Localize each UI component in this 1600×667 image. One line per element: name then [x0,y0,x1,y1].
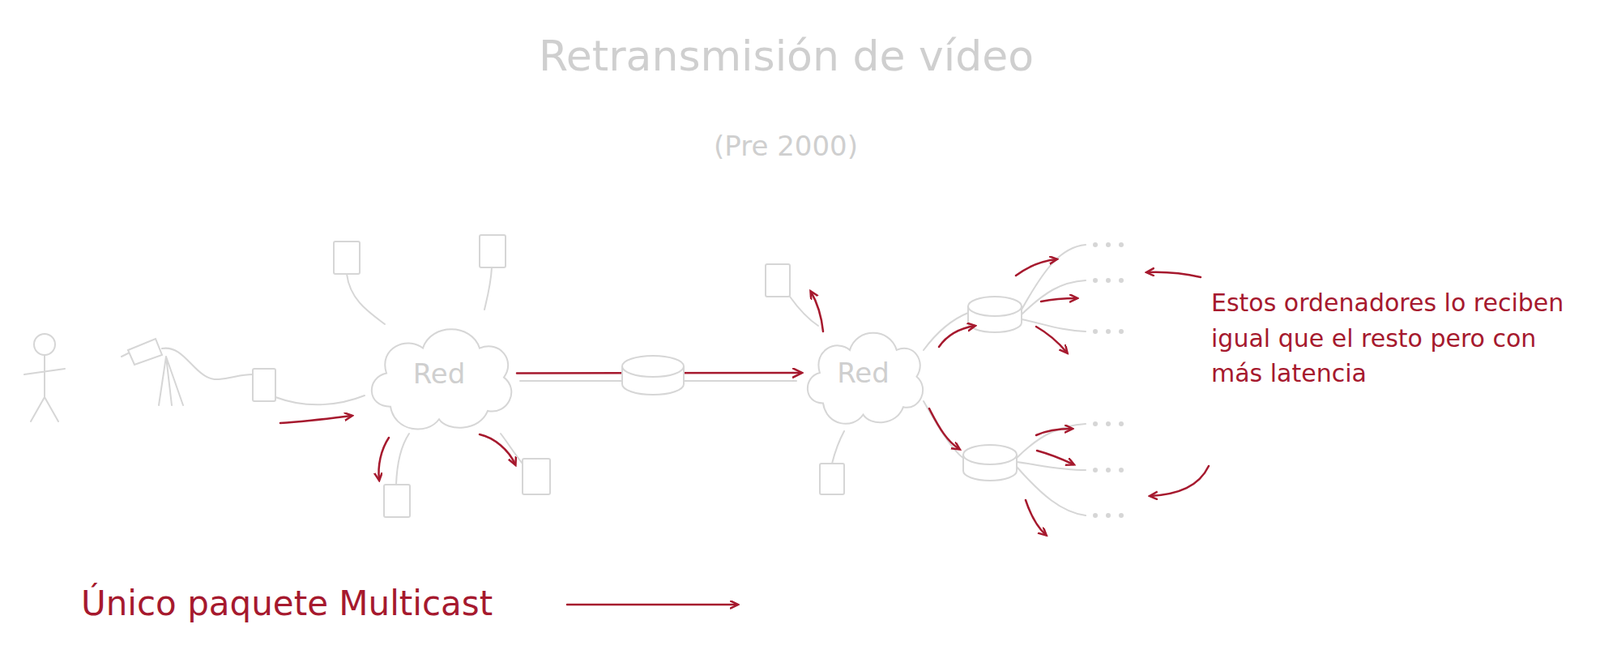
red-arrow [938,325,975,347]
person-head [34,333,56,355]
wire [346,273,385,325]
cloud-label: Red [836,356,890,389]
annotation-note: Estos ordenadores lo reciben igual que e… [1211,285,1584,392]
computer-box [384,484,410,517]
cable [162,348,253,380]
network-cloud: Red [358,306,521,440]
router-symbol [963,444,1017,465]
person-body [24,354,65,422]
red-arrow [379,437,390,480]
red-arrow [280,415,352,423]
red-arrow [810,291,824,332]
computer-box [765,264,790,297]
wire [923,401,965,459]
red-arrow [1025,499,1046,535]
cloud-outline [371,328,512,429]
computer-box [522,458,551,495]
wire [923,312,969,350]
wire [396,433,410,485]
computer-box [333,241,360,274]
wire [484,267,492,310]
computer-box [819,463,845,495]
cloud-outline [807,332,923,424]
more-hosts-dots [1092,242,1124,518]
red-arrow [1041,298,1077,302]
router-symbol [968,296,1022,316]
wire [832,430,845,464]
callout-arrow [1150,465,1209,496]
fan-lines [1021,244,1086,332]
annotation-note: Único paquete Multicast [81,581,493,627]
wire [789,296,819,326]
cloud-label: Red [413,357,466,390]
router-symbol [622,355,684,377]
computer-box [479,234,506,268]
title: Retransmisión de vídeo [538,29,1034,85]
red-arrow [1036,326,1067,353]
red-arrow [929,408,960,449]
subtitle: (Pre 2000) [713,128,858,164]
red-arrow [1036,450,1074,465]
red-arrow [1036,428,1072,436]
wire [275,395,365,405]
red-arrow [1015,259,1057,276]
computer-box [252,368,276,402]
red-arrow [479,434,516,465]
camera-symbol [121,338,184,406]
callout-arrow [1147,272,1201,278]
network-cloud: Red [796,311,931,434]
multicast-arrow [567,603,738,606]
